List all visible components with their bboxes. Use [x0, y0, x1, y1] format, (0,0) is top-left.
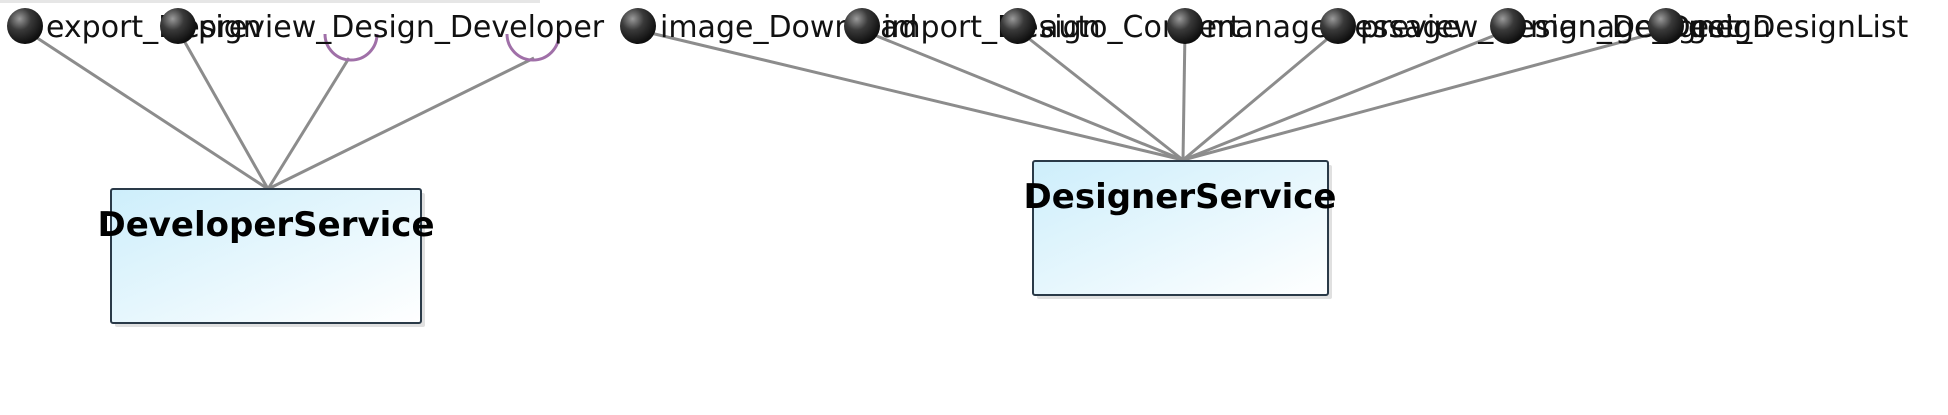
connector-line [1182, 28, 1509, 162]
component-name: DeveloperService [97, 205, 434, 245]
provided-interface-balls [7, 8, 1684, 44]
interface-ball[interactable] [844, 8, 880, 44]
connector-line [1181, 29, 1187, 161]
connector-line [176, 29, 270, 190]
interface-label: import_Design [883, 10, 1101, 45]
connector-line [1182, 28, 1667, 162]
interface-ball[interactable] [1490, 8, 1526, 44]
connector-line [1182, 28, 1339, 162]
interface-label: get_DesignList [1688, 10, 1909, 45]
socket-arc[interactable] [323, 33, 379, 62]
interface-ball[interactable] [1648, 8, 1684, 44]
connector-line [637, 28, 1184, 162]
interface-ball[interactable] [1167, 8, 1203, 44]
interface-label: export_Design [46, 10, 262, 45]
interface-label: preview_Design_Developer [198, 10, 605, 45]
connector-line [266, 57, 351, 190]
component-designer-service[interactable]: DesignerService [1024, 160, 1337, 299]
interface-label: auto_Convert [1040, 10, 1241, 45]
connector-line [267, 56, 535, 191]
socket-arc[interactable] [505, 33, 561, 62]
interface-ball[interactable] [160, 8, 196, 44]
connector-line [24, 28, 269, 191]
window-top-strip [0, 0, 540, 3]
interface-ball[interactable] [1320, 8, 1356, 44]
interface-ball[interactable] [620, 8, 656, 44]
required-interface-sockets [323, 33, 561, 62]
component-developer-service[interactable]: DeveloperService [97, 188, 435, 327]
interface-ball[interactable] [1000, 8, 1036, 44]
interface-labels: export_Design preview_Design_Developer i… [46, 10, 1909, 45]
interface-ball[interactable] [7, 8, 43, 44]
connector-lines [24, 28, 1667, 191]
component-name: DesignerService [1024, 177, 1337, 217]
connector-line [861, 28, 1184, 162]
connector-line [1017, 28, 1184, 162]
